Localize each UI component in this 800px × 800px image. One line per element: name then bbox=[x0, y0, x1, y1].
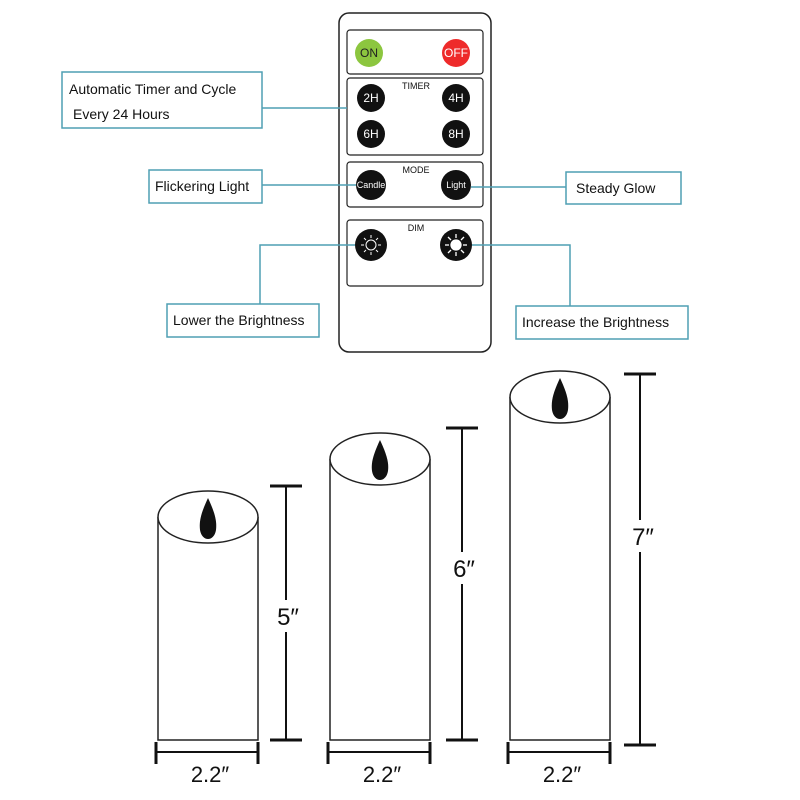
candle-tall-width-dim: 2.2″ bbox=[506, 742, 612, 787]
candle-tall-height-label: 7″ bbox=[632, 524, 654, 551]
flicker-callout-box bbox=[148, 169, 263, 204]
timer-section bbox=[346, 77, 484, 156]
dim-lower-button[interactable] bbox=[355, 229, 387, 261]
candle-mode-button[interactable] bbox=[356, 170, 386, 200]
timer-callout-line2: Every 24 Hours bbox=[73, 106, 169, 122]
candle-medium-width-dim: 2.2″ bbox=[326, 742, 432, 787]
candle-small-height-label: 5″ bbox=[277, 604, 299, 631]
sun-bright-icon bbox=[445, 234, 467, 256]
candle-small-width-label: 2.2″ bbox=[191, 762, 230, 787]
flame-icon bbox=[199, 498, 217, 539]
timer-6h-button[interactable] bbox=[357, 120, 385, 148]
flicker-callout-label: Flickering Light bbox=[155, 178, 249, 194]
lower-connector bbox=[259, 244, 355, 304]
timer-title: TIMER bbox=[402, 81, 430, 91]
candle-small bbox=[157, 490, 259, 741]
lower-callout-box bbox=[166, 303, 320, 338]
candle-tall-height-dim: 7″ bbox=[624, 372, 656, 747]
off-button[interactable] bbox=[442, 39, 470, 67]
lower-callout-label: Lower the Brightness bbox=[173, 312, 305, 328]
increase-connector bbox=[472, 244, 571, 306]
timer-4h-label: 4H bbox=[448, 91, 463, 105]
remote-control: ON OFF TIMER 2H 4H 6H 8H MODE Candle Lig… bbox=[338, 12, 492, 353]
timer-2h-label: 2H bbox=[363, 91, 378, 105]
steady-callout-box bbox=[565, 171, 682, 205]
steady-callout-label: Steady Glow bbox=[576, 180, 656, 196]
increase-callout-box bbox=[515, 305, 689, 340]
timer-6h-label: 6H bbox=[363, 127, 378, 141]
off-button-label: OFF bbox=[444, 46, 468, 60]
timer-callout-line1: Automatic Timer and Cycle bbox=[69, 81, 236, 97]
on-button-label: ON bbox=[360, 46, 378, 60]
candle-small-body bbox=[157, 517, 259, 741]
power-section bbox=[346, 29, 484, 75]
candle-mode-label: Candle bbox=[357, 180, 386, 190]
candle-medium bbox=[329, 432, 431, 741]
timer-8h-button[interactable] bbox=[442, 120, 470, 148]
candle-medium-height-dim: 6″ bbox=[446, 426, 478, 742]
increase-callout-label: Increase the Brightness bbox=[522, 314, 669, 330]
dim-section bbox=[346, 219, 484, 287]
timer-2h-button[interactable] bbox=[357, 84, 385, 112]
flame-icon bbox=[551, 378, 569, 419]
candle-small-width-dim: 2.2″ bbox=[154, 742, 260, 787]
timer-callout-box bbox=[61, 71, 263, 129]
light-mode-button[interactable] bbox=[441, 170, 471, 200]
sun-dim-icon bbox=[361, 235, 381, 255]
callouts: Automatic Timer and Cycle Every 24 Hours… bbox=[61, 71, 689, 340]
timer-4h-button[interactable] bbox=[442, 84, 470, 112]
candle-medium-height-label: 6″ bbox=[453, 556, 475, 583]
timer-8h-label: 8H bbox=[448, 127, 463, 141]
flame-icon bbox=[371, 440, 389, 480]
mode-title: MODE bbox=[403, 165, 430, 175]
on-button[interactable] bbox=[355, 39, 383, 67]
candle-medium-body bbox=[329, 459, 431, 741]
candle-tall bbox=[509, 370, 611, 741]
dim-title: DIM bbox=[408, 223, 425, 233]
dim-increase-button[interactable] bbox=[440, 229, 472, 261]
candle-tall-body bbox=[509, 397, 611, 741]
candle-tall-width-label: 2.2″ bbox=[543, 762, 582, 787]
candle-medium-width-label: 2.2″ bbox=[363, 762, 402, 787]
candle-small-height-dim: 5″ bbox=[270, 484, 302, 742]
light-mode-label: Light bbox=[446, 180, 466, 190]
